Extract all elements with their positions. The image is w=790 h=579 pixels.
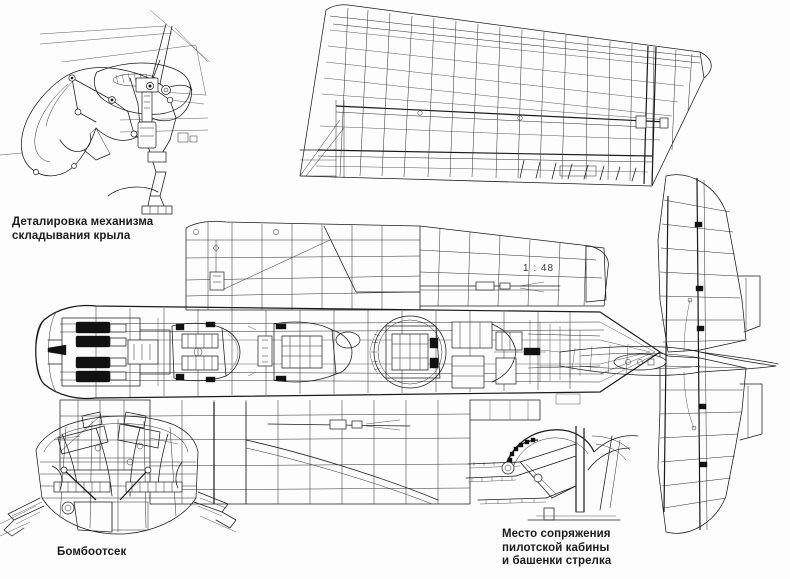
view-cockpit-turret-junction-detail — [465, 426, 639, 521]
caption-wing-fold-mechanism: Деталировка механизма складывания крыла — [12, 216, 154, 242]
view-tail-plan-structure — [539, 174, 779, 534]
caption-cockpit-turret-junction: Место сопряжения пилотской кабины и баше… — [502, 528, 612, 567]
aft-equipment-bays — [451, 320, 601, 389]
view-fuselage-plan-cutaway — [35, 220, 662, 505]
view-bomb-bay-detail — [0, 411, 237, 537]
caption-bomb-bay: Бомбоотсек — [57, 546, 127, 558]
cockpit-station-2 — [247, 321, 361, 383]
cockpit-station-1 — [171, 321, 241, 383]
turret-station — [369, 315, 447, 389]
view-wing-fold-mechanism — [0, 9, 211, 215]
scale-label: 1 : 48 — [523, 263, 555, 274]
view-wing-plan-structure — [299, 4, 712, 187]
